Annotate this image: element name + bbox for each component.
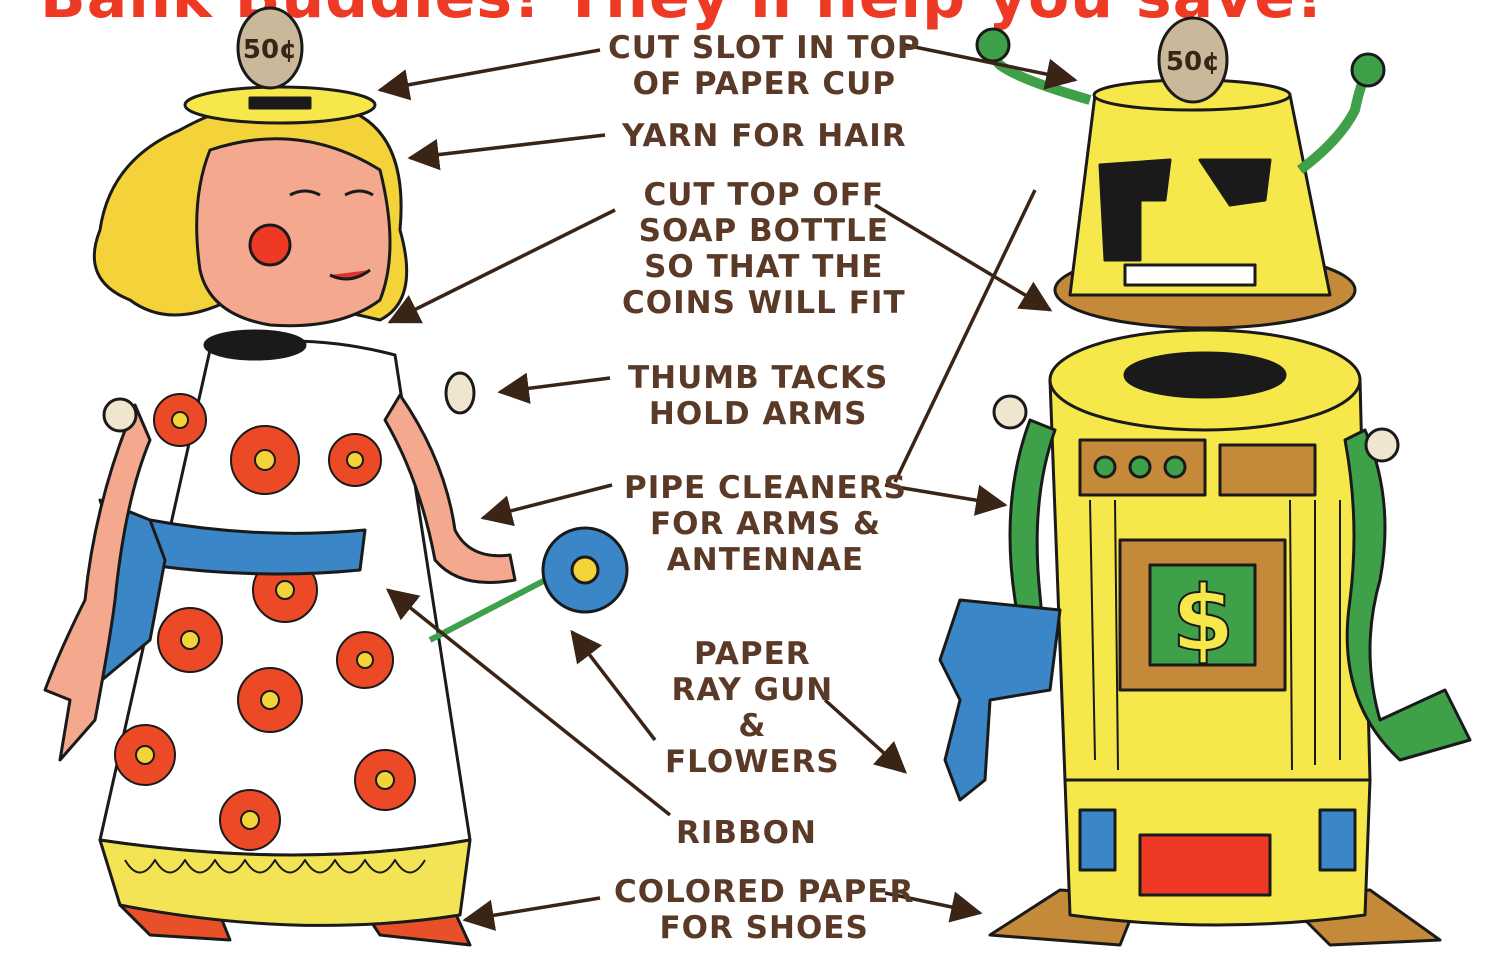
arrow-paper-cup-girl bbox=[380, 50, 600, 90]
girl-thumb-tack bbox=[446, 373, 474, 413]
arrow-thumb-tacks bbox=[500, 378, 610, 392]
girl-coin-label: 50¢ bbox=[243, 35, 297, 65]
robot-coin-slot bbox=[1125, 353, 1285, 397]
label-thumb-tacks: THUMB TACKS HOLD ARMS bbox=[628, 360, 888, 432]
arrow-flowers bbox=[572, 632, 655, 740]
label-ribbon: RIBBON bbox=[676, 815, 817, 851]
label-shoes: COLORED PAPER FOR SHOES bbox=[614, 874, 914, 946]
label-paper-cup: CUT SLOT IN TOP OF PAPER CUP bbox=[608, 30, 921, 102]
robot-coin-label: 50¢ bbox=[1166, 47, 1220, 77]
girl-bank-figure bbox=[45, 8, 627, 945]
arrow-pipe-cleaners-girl bbox=[483, 485, 612, 518]
arrow-soap-bottle-girl bbox=[390, 210, 615, 322]
robot-ray-gun bbox=[940, 600, 1060, 800]
label-soap-bottle: CUT TOP OFF SOAP BOTTLE SO THAT THE COIN… bbox=[622, 177, 906, 321]
arrow-yarn bbox=[410, 135, 605, 158]
robot-right-arm bbox=[1345, 430, 1470, 760]
label-pipe-cleaners: PIPE CLEANERS FOR ARMS & ANTENNAE bbox=[624, 470, 907, 578]
label-ray-gun-flowers: PAPER RAY GUN & FLOWERS bbox=[665, 636, 840, 780]
robot-dollar-sign: $ bbox=[1172, 567, 1235, 672]
robot-right-antenna bbox=[1300, 70, 1368, 170]
girl-neck-opening bbox=[205, 331, 305, 359]
arrow-shoes-girl bbox=[465, 898, 600, 920]
label-yarn-hair: YARN FOR HAIR bbox=[622, 118, 907, 154]
robot-bank-figure bbox=[940, 18, 1470, 945]
girl-face bbox=[197, 139, 390, 326]
